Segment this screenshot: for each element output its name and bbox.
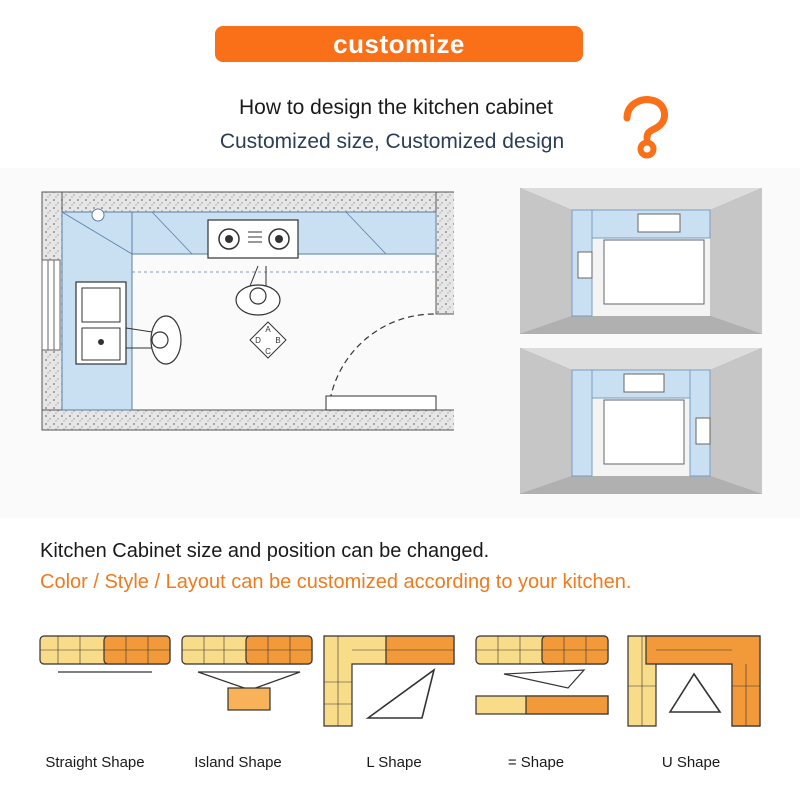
compass-label-c: C bbox=[265, 347, 271, 356]
u-shape-diagram bbox=[627, 635, 761, 727]
banner-label: customize bbox=[333, 29, 465, 59]
stove-icon bbox=[207, 219, 299, 259]
person-icon bbox=[235, 265, 281, 316]
compass-label-d: D bbox=[255, 336, 261, 345]
shape-label-parallel: = Shape bbox=[507, 754, 565, 771]
heading-title: How to design the kitchen cabinet bbox=[238, 96, 554, 119]
shape-label-u: U Shape bbox=[661, 754, 721, 771]
sink-icon bbox=[75, 281, 127, 365]
heading-subtitle: Customized size, Customized design bbox=[219, 130, 565, 153]
l-shape-diagram bbox=[323, 635, 455, 727]
compass-label-b: B bbox=[275, 336, 280, 345]
shape-label-straight: Straight Shape bbox=[45, 754, 145, 771]
shape-label-island: Island Shape bbox=[194, 754, 282, 771]
question-mark-icon bbox=[623, 96, 669, 159]
kitchen-3d-view-bottom bbox=[520, 348, 762, 494]
straight-shape-diagram bbox=[39, 635, 171, 673]
compass-icon: A B C D bbox=[249, 321, 287, 359]
description-line1: Kitchen Cabinet size and position can be… bbox=[40, 540, 490, 562]
kitchen-floor-plan: A B C D bbox=[41, 191, 454, 431]
compass-label-a: A bbox=[265, 325, 271, 334]
kitchen-3d-view-top bbox=[520, 188, 762, 334]
description-line2: Color / Style / Layout can be customized… bbox=[40, 571, 632, 593]
person-icon bbox=[125, 315, 182, 365]
customize-banner: customize bbox=[215, 26, 583, 62]
island-shape-diagram bbox=[181, 635, 313, 711]
shape-label-l: L Shape bbox=[366, 754, 422, 771]
parallel-shape-diagram bbox=[475, 635, 609, 715]
